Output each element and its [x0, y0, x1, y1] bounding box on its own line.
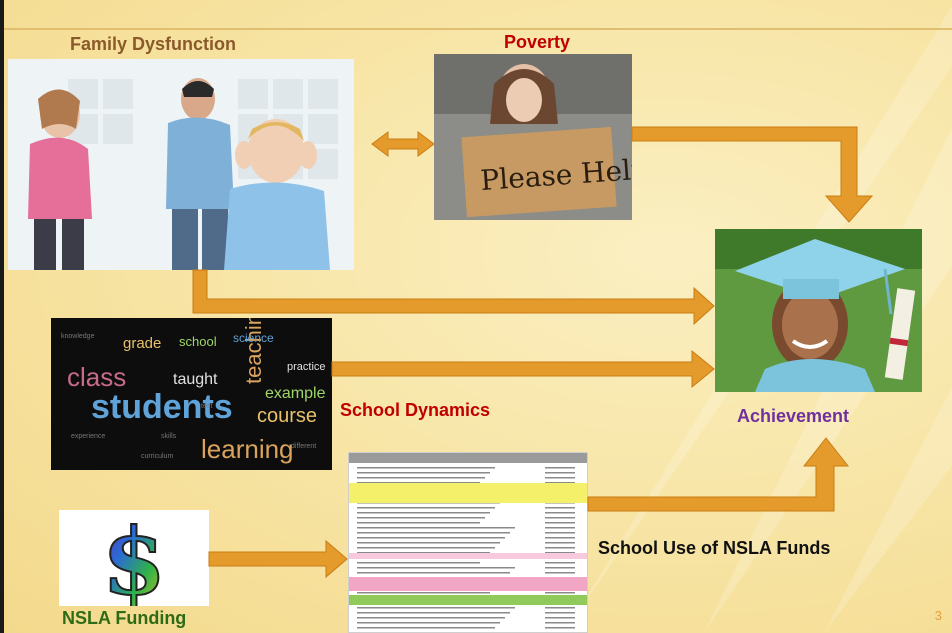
family-poverty-double-arrow — [371, 131, 435, 157]
spreadsheet-row-line — [357, 542, 500, 544]
word-school: school — [179, 334, 217, 349]
svg-text:curriculum: curriculum — [141, 453, 173, 460]
word-teaching: teaching — [241, 318, 266, 384]
poverty-label: Poverty — [504, 32, 571, 52]
spreadsheet-value-line — [545, 477, 575, 479]
word-example: example — [265, 385, 326, 402]
spreadsheet-value-line — [545, 592, 575, 594]
spreadsheet-value-line — [545, 507, 575, 509]
spreadsheet-value-line — [545, 607, 575, 609]
spreadsheet-row-line — [357, 622, 500, 624]
spreadsheet-value-line — [545, 547, 575, 549]
spreadsheet-value-line — [545, 537, 575, 539]
spreadsheet-row-line — [357, 612, 510, 614]
spreadsheet-row-line — [357, 617, 505, 619]
svg-text:knowledge: knowledge — [61, 333, 95, 340]
diagram-arrows — [192, 126, 874, 579]
word-students: students — [91, 388, 233, 426]
spreadsheet-value-line — [545, 622, 575, 624]
spreadsheet-value-line — [545, 522, 575, 524]
achievement-image — [715, 229, 922, 392]
word-taught: taught — [173, 371, 218, 388]
nsla-funding-label: NSLA Funding — [62, 608, 187, 628]
spreadsheet-value-line — [545, 542, 575, 544]
spreadsheet-image — [348, 452, 588, 633]
family-dysfunction-label: Family Dysfunction — [70, 34, 237, 54]
spreadsheet-value-line — [545, 482, 575, 484]
word-grade: science — [233, 331, 274, 345]
dollar-image: $ — [59, 510, 209, 606]
spreadsheet-row-line — [357, 507, 495, 509]
word-cloud-image: students learning teaching class course … — [51, 318, 332, 470]
spreadsheet-value-line — [545, 562, 575, 564]
nsla-use-label: School Use of NSLA Funds — [598, 538, 831, 558]
word-course: course — [257, 405, 317, 427]
spreadsheet-row-line — [357, 512, 490, 514]
spreadsheet-to-achievement-arrow — [587, 437, 850, 512]
spreadsheet-value-line — [545, 567, 575, 569]
svg-text:test: test — [201, 403, 212, 410]
word-good: grade — [123, 335, 161, 352]
svg-text:different: different — [291, 443, 316, 450]
spreadsheet-row-line — [357, 477, 485, 479]
spreadsheet-row-line — [357, 472, 490, 474]
spreadsheet-value-line — [545, 617, 575, 619]
school-dynamics-label: School Dynamics — [340, 400, 491, 420]
poverty-image: Please Help — [434, 54, 632, 220]
spreadsheet-value-line — [545, 572, 575, 574]
spreadsheet-row-line — [357, 517, 485, 519]
spreadsheet-row-line — [357, 547, 495, 549]
word-learning: learning — [201, 434, 294, 464]
spreadsheet-rows — [349, 453, 587, 632]
spreadsheet-row-line — [357, 522, 480, 524]
spreadsheet-row-line — [357, 467, 495, 469]
spreadsheet-value-line — [545, 612, 575, 614]
spreadsheet-row-line — [357, 592, 490, 594]
page-number: 3 — [934, 608, 942, 623]
word-practice: practice — [287, 361, 326, 373]
spreadsheet-value-line — [545, 532, 575, 534]
spreadsheet-row-line — [357, 537, 505, 539]
spreadsheet-value-line — [545, 517, 575, 519]
poverty-to-achievement-arrow — [631, 126, 874, 223]
spreadsheet-row-line — [357, 572, 510, 574]
funding-to-spreadsheet-arrow — [208, 539, 348, 579]
svg-text:experience: experience — [71, 433, 105, 440]
achievement-label: Achievement — [737, 406, 850, 426]
spreadsheet-row-line — [357, 607, 515, 609]
spreadsheet-value-line — [545, 527, 575, 529]
spreadsheet-value-line — [545, 627, 575, 629]
spreadsheet-value-line — [545, 512, 575, 514]
spreadsheet-row-line — [357, 552, 490, 554]
spreadsheet-row-line — [357, 532, 510, 534]
spreadsheet-row-line — [357, 567, 515, 569]
svg-text:skills: skills — [161, 433, 177, 440]
spreadsheet-row-line — [357, 527, 515, 529]
spreadsheet-row-line — [357, 482, 480, 484]
school-dynamics-to-achievement-arrow — [331, 349, 715, 389]
spreadsheet-row-line — [357, 627, 495, 629]
spreadsheet-value-line — [545, 467, 575, 469]
word-class: class — [67, 362, 126, 392]
family-to-achievement-arrow — [192, 269, 715, 326]
family-dysfunction-image — [8, 59, 354, 270]
spreadsheet-value-line — [545, 472, 575, 474]
spreadsheet-row-line — [357, 562, 480, 564]
spreadsheet-value-line — [545, 552, 575, 554]
top-divider — [4, 28, 952, 30]
dollar-sign: $ — [102, 510, 166, 606]
